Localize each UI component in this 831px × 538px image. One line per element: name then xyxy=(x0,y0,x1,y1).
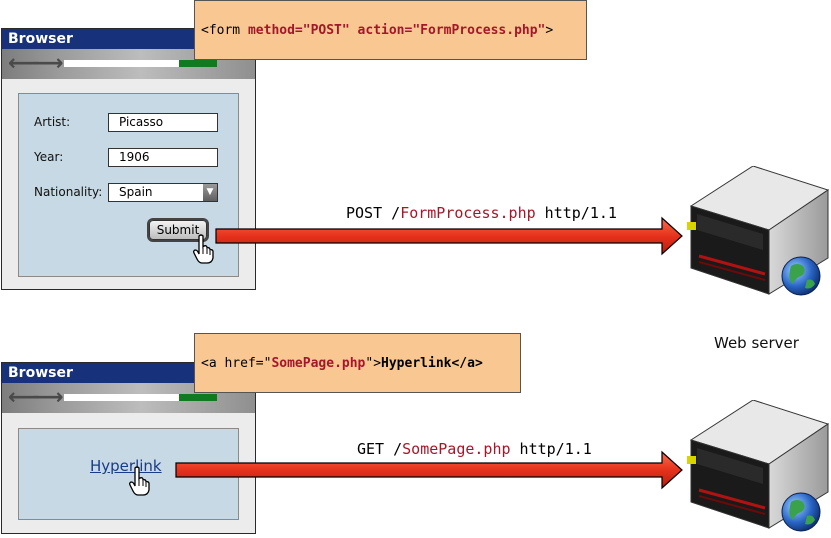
forward-arrow-icon[interactable]: ⟶ xyxy=(32,385,64,410)
chevron-down-icon[interactable]: ▼ xyxy=(203,184,217,201)
browser-title: Browser xyxy=(2,363,255,383)
web-server-icon-bottom xyxy=(687,400,830,532)
year-input[interactable]: 1906 xyxy=(108,148,218,167)
anchor-code-snippet: <a href="SomePage.php">Hyperlink</a> xyxy=(194,333,521,393)
code-form-close: > xyxy=(545,22,554,38)
submit-button[interactable]: Submit xyxy=(149,220,207,240)
code-form-open: <form xyxy=(201,22,248,38)
code-action-attr: action="FormProcess.php" xyxy=(357,22,546,38)
post-request-line: POST /FormProcess.php http/1.1 xyxy=(346,204,617,222)
progress-bar xyxy=(179,394,217,401)
get-method: GET / xyxy=(357,440,403,458)
address-bar[interactable] xyxy=(64,394,179,401)
web-server-icon-top xyxy=(687,166,830,296)
post-version: http/1.1 xyxy=(535,204,617,222)
hand-cursor-icon xyxy=(193,234,214,264)
forward-arrow-icon[interactable]: ⟶ xyxy=(32,51,64,76)
form-code-snippet: <form method="POST" action="FormProcess.… xyxy=(194,0,587,60)
code-anchor-mid: "> xyxy=(365,355,382,371)
get-version: http/1.1 xyxy=(510,440,592,458)
code-anchor-open: <a href=" xyxy=(201,355,272,371)
back-arrow-icon[interactable]: ⟵ xyxy=(8,385,40,410)
code-href-value: SomePage.php xyxy=(271,355,366,371)
nationality-select-value: Spain xyxy=(119,185,153,199)
hyperlink[interactable]: Hyperlink xyxy=(90,457,162,475)
artist-input[interactable]: Picasso xyxy=(108,113,218,132)
post-method: POST / xyxy=(346,204,401,222)
progress-bar xyxy=(179,60,217,67)
address-bar[interactable] xyxy=(64,60,179,67)
get-path: SomePage.php xyxy=(402,440,511,458)
browser-window-link: Browser ⟵ ⟶ Hyperlink xyxy=(1,362,256,534)
nationality-label: Nationality: xyxy=(34,185,103,199)
year-label: Year: xyxy=(34,150,64,164)
web-server-caption: Web server xyxy=(714,334,799,352)
post-path: FormProcess.php xyxy=(400,204,536,222)
nationality-select[interactable]: Spain ▼ xyxy=(108,183,218,202)
browser-title: Browser xyxy=(2,29,255,49)
hand-cursor-icon xyxy=(129,466,150,496)
artist-label: Artist: xyxy=(34,115,71,129)
code-anchor-text: Hyperlink</a> xyxy=(381,355,483,371)
get-request-line: GET /SomePage.php http/1.1 xyxy=(357,440,592,458)
back-arrow-icon[interactable]: ⟵ xyxy=(8,51,40,76)
code-method-attr: method="POST" xyxy=(247,22,350,38)
